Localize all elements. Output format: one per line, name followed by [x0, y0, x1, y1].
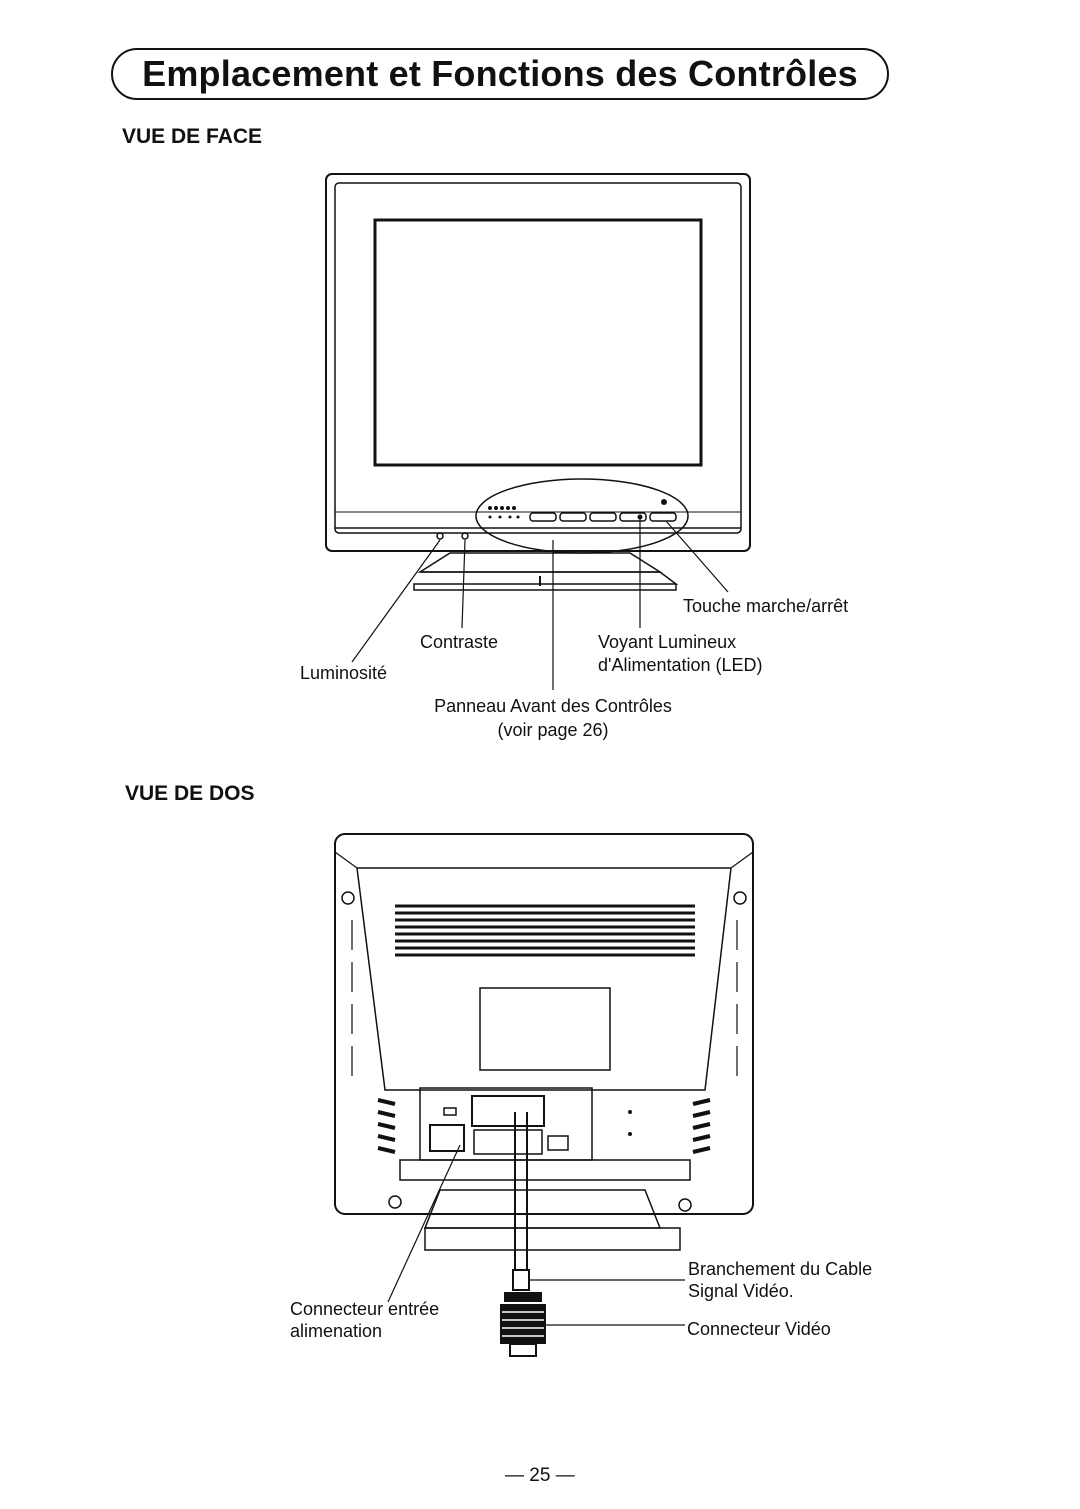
page-title: Emplacement et Fonctions des Contrôles [142, 53, 858, 94]
monitor-screen [373, 218, 703, 467]
brightness-label: Luminosité [300, 663, 388, 683]
monitor-front-illustration [325, 173, 751, 690]
label-plate [479, 987, 611, 1071]
power-symbol-icon [661, 499, 667, 505]
brightness-knob [436, 532, 444, 540]
power-button [649, 512, 677, 522]
page-number: — 25 — [505, 1465, 575, 1486]
back-view-heading: VUE DE DOS [125, 782, 255, 805]
power-button-label: Touche marche/arrêt [683, 596, 849, 616]
power-led-label-line2: d'Alimentation (LED) [598, 655, 763, 675]
power-input-socket [429, 1124, 465, 1152]
video-cable-label-line1: Branchement du Cable [688, 1259, 873, 1279]
power-input-label-line1: Connecteur entrée [290, 1299, 440, 1319]
power-input-label-line2: alimenation [290, 1321, 383, 1341]
power-led-label-line1: Voyant Lumineux [598, 632, 737, 652]
front-panel-label-line2: (voir page 26) [497, 720, 609, 740]
video-connector-label: Connecteur Vidéo [687, 1319, 831, 1339]
video-input-port [471, 1095, 545, 1127]
contrast-label: Contraste [420, 632, 499, 652]
connector-panel [419, 1087, 593, 1161]
page-title-frame: Emplacement et Fonctions des Contrôles [111, 48, 889, 100]
monitor-front-case [325, 173, 751, 552]
video-cable-label-line2: Signal Vidéo. [688, 1281, 794, 1301]
contrast-knob [461, 532, 469, 540]
front-view-heading: VUE DE FACE [122, 125, 263, 148]
video-connector-plug [500, 1292, 546, 1357]
front-control-panel [475, 478, 689, 554]
front-panel-label-line1: Panneau Avant des Contrôles [434, 696, 672, 716]
monitor-back-case [334, 833, 754, 1215]
